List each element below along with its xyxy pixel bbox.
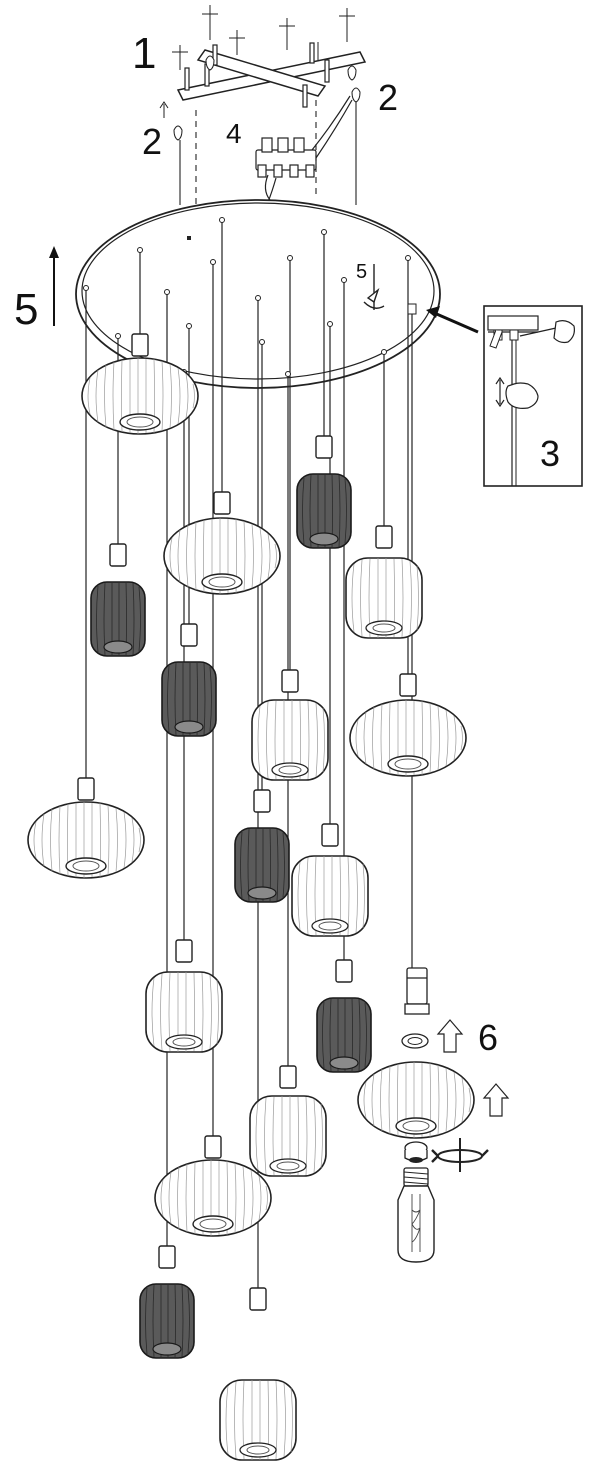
rotate-icon — [431, 1138, 489, 1172]
pendant — [234, 789, 290, 903]
pendant — [251, 669, 329, 781]
up-arrow-icon — [436, 1019, 464, 1053]
lamp-holder — [404, 967, 430, 1015]
step-number-2-right: 2 — [378, 77, 399, 118]
pendant — [316, 959, 372, 1073]
pendant — [139, 1245, 195, 1359]
pendant — [219, 1287, 297, 1461]
step-number-5-small: 5 — [356, 261, 368, 283]
up-arrow-icon — [49, 246, 59, 326]
pendant — [145, 939, 223, 1053]
step-number-6: 6 — [478, 1017, 499, 1058]
guide-lines — [195, 100, 317, 205]
pendant — [349, 673, 467, 777]
pendant — [27, 777, 145, 879]
step-number-4: 4 — [226, 118, 242, 149]
glass-shade — [357, 1061, 475, 1139]
pendant — [296, 435, 352, 549]
up-arrow-icon — [482, 1083, 510, 1117]
terminal-block — [255, 95, 353, 208]
pendant — [249, 1065, 327, 1177]
step-number-5: 5 — [14, 285, 39, 334]
pendant — [291, 823, 369, 937]
pendant — [90, 543, 146, 657]
pointer-arrow — [407, 303, 479, 334]
detail-inset — [483, 305, 583, 487]
retaining-ring — [401, 1033, 429, 1049]
socket-nut — [404, 1141, 428, 1163]
pendant — [345, 525, 423, 639]
ceiling-bracket — [159, 5, 367, 141]
step-number-2-left: 2 — [142, 121, 163, 162]
edison-bulb — [397, 1167, 435, 1263]
step-number-1: 1 — [132, 29, 157, 78]
rotate-icon — [363, 264, 385, 310]
pendant — [161, 623, 217, 737]
step-number-3: 3 — [540, 433, 561, 474]
